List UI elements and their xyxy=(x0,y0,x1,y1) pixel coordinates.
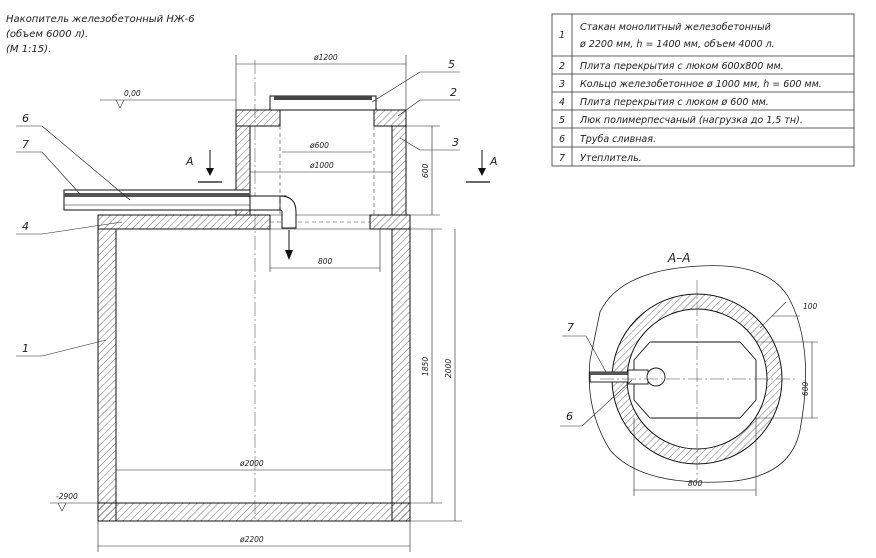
ring-right-wall xyxy=(391,125,407,216)
legend-row-1-text: Стакан монолитный железобетонный xyxy=(580,22,771,33)
legend-row-1-text2: ø 2200 мм, h = 1400 мм, объем 4000 л. xyxy=(579,39,775,50)
legend-border xyxy=(551,13,855,167)
section-callout-7: 7 xyxy=(567,321,574,334)
tank-bottom xyxy=(97,502,411,522)
elevation-top-label: 0,00 xyxy=(124,89,141,98)
drawing-title: Накопитель железобетонный НЖ-6 (объем 60… xyxy=(6,13,195,55)
legend-row-6-text: Труба сливная. xyxy=(580,134,656,145)
dim-d2000: ø2000 xyxy=(239,459,264,468)
main-section-view: 0,00 -2900 ø1200 ø600 ø1000 600 800 1850 xyxy=(16,53,498,552)
legend-row-2-num: 2 xyxy=(559,61,565,72)
tank-cover-slab-left xyxy=(97,214,271,230)
callout-5: 5 xyxy=(448,58,455,71)
legend-table: 1 Стакан монолитный железобетонный ø 220… xyxy=(551,13,855,167)
callout-6: 6 xyxy=(22,112,29,125)
excavation-outline xyxy=(588,265,806,483)
legend-row-5-text: Люк полимерпесчаный (нагрузка до 1,5 тн)… xyxy=(579,115,803,126)
callout-1: 1 xyxy=(22,342,29,355)
tank-left-wall xyxy=(97,228,117,522)
dim-2000: 2000 xyxy=(444,359,453,378)
title-line-1: Накопитель железобетонный НЖ-6 xyxy=(6,13,195,25)
tank-cover-slab-right xyxy=(369,214,411,230)
manhole-lid xyxy=(274,96,372,100)
tank-right-wall xyxy=(391,228,411,522)
legend-row-1-num: 1 xyxy=(559,30,565,41)
section-marker-right: А xyxy=(489,155,498,168)
top-slab-left xyxy=(235,109,281,127)
legend-row-4-text: Плита перекрытия с люком ø 600 мм. xyxy=(580,97,769,108)
section-pipe-riser xyxy=(646,367,666,387)
section-marker-left: А xyxy=(185,155,194,168)
section-title: А–А xyxy=(667,251,690,265)
legend-row-5-num: 5 xyxy=(559,115,565,126)
dim-600: ø600 xyxy=(309,141,329,150)
section-dim-800: 800 xyxy=(688,479,703,488)
title-line-3: (М 1:15). xyxy=(6,44,51,55)
legend-row-7-num: 7 xyxy=(559,153,565,164)
dim-1850: 1850 xyxy=(421,357,430,376)
section-dim-100: 100 xyxy=(803,302,818,311)
dim-d2200: ø2200 xyxy=(239,535,264,544)
callout-7: 7 xyxy=(22,138,29,151)
elevation-bottom-label: -2900 xyxy=(56,492,78,501)
dim-800: 800 xyxy=(318,257,333,266)
section-a-a-view: А–А 100 600 800 7 6 xyxy=(560,251,818,496)
dim-1200: ø1200 xyxy=(313,53,338,62)
title-line-2: (объем 6000 л). xyxy=(6,28,88,40)
legend-row-2-text: Плита перекрытия с люком 600х800 мм. xyxy=(580,61,784,72)
legend-row-3-num: 3 xyxy=(559,79,565,90)
callout-2: 2 xyxy=(450,86,457,99)
legend-row-4-num: 4 xyxy=(559,97,565,108)
callout-3: 3 xyxy=(452,136,459,149)
dim-1000: ø1000 xyxy=(309,161,334,170)
top-slab-right xyxy=(373,109,407,127)
pipe-elbow xyxy=(279,195,297,229)
legend-row-3-text: Кольцо железобетонное ø 1000 мм, h = 600… xyxy=(580,79,822,90)
section-dim-600: 600 xyxy=(801,381,810,396)
legend-row-6-num: 6 xyxy=(559,134,565,145)
dim-h600: 600 xyxy=(421,163,430,178)
callout-4: 4 xyxy=(22,220,29,233)
insulation-layer xyxy=(64,193,250,197)
section-callout-6: 6 xyxy=(566,410,573,423)
legend-row-7-text: Утеплитель. xyxy=(580,153,642,164)
